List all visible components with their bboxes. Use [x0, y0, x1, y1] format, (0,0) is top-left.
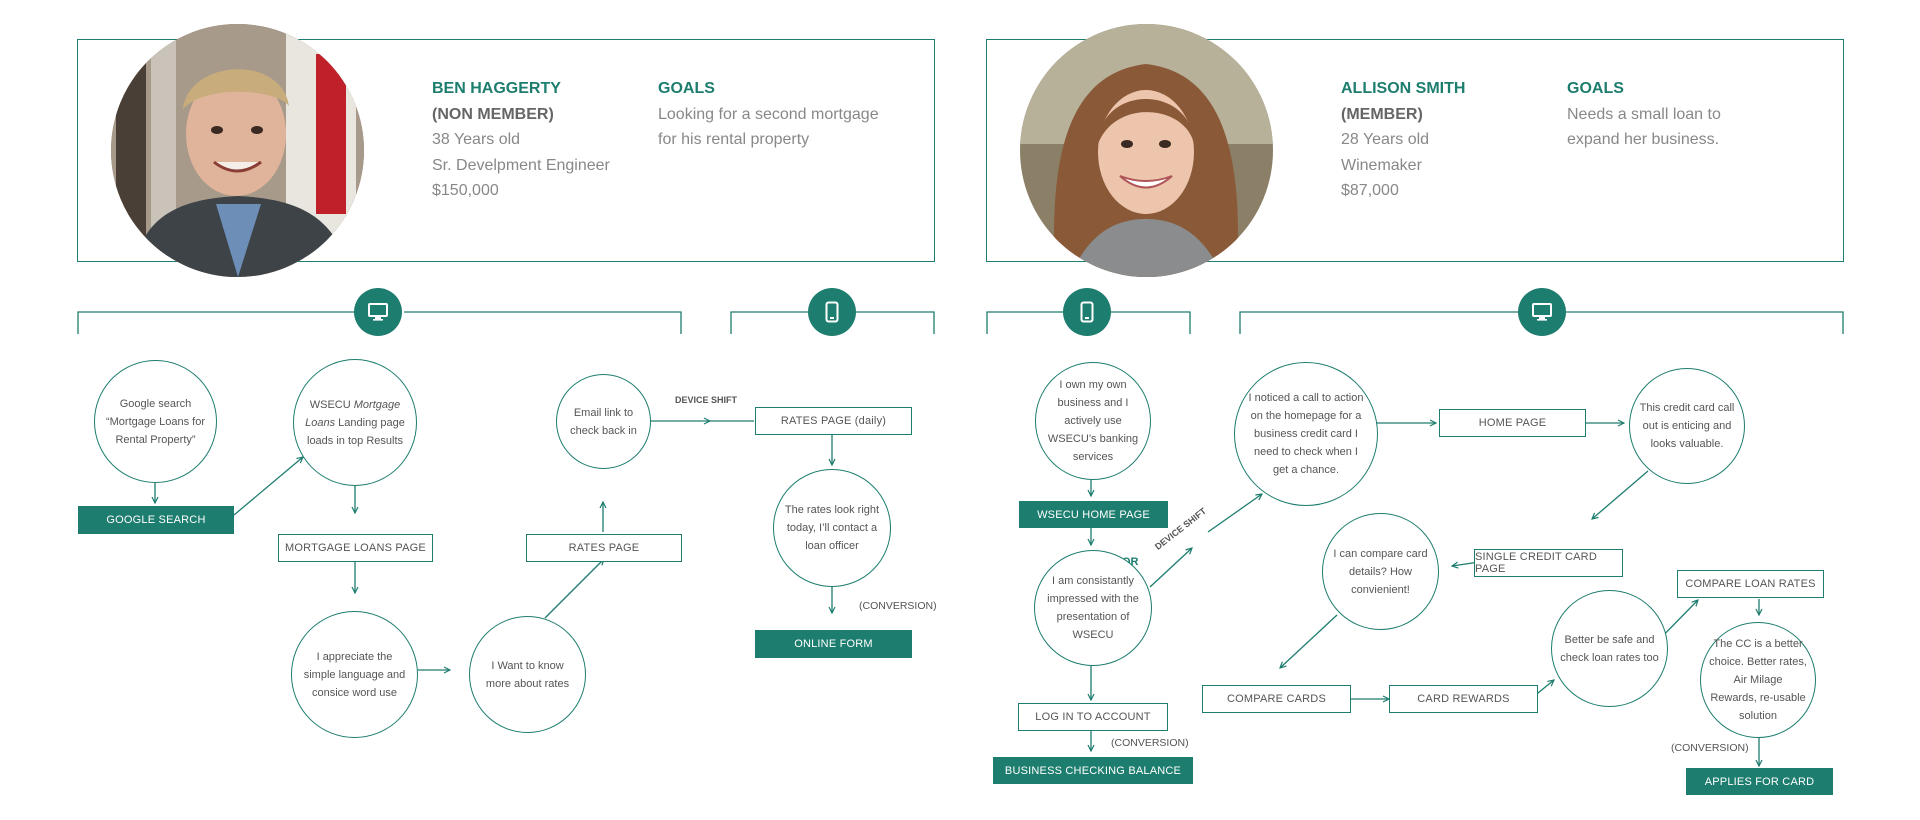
thought-text: The CC is a better choice. Better rates,…	[1709, 638, 1807, 722]
goals-line: Needs a small loan to	[1567, 105, 1721, 123]
mobile-icon	[1063, 288, 1111, 336]
persona-income: $150,000	[432, 182, 499, 199]
step-label: BUSINESS CHECKING BALANCE	[1004, 764, 1182, 777]
thought-text: WSECU Mortgage Loans Landing page loads …	[305, 398, 405, 447]
persona-info-ben: BEN HAGGERTY (NON MEMBER) 38 Years old S…	[432, 76, 610, 204]
bracket-mobile-1	[730, 311, 935, 334]
persona-job: Winemaker	[1341, 156, 1422, 174]
step-label: HOME PAGE	[1478, 417, 1547, 429]
thought-text: This credit card call out is enticing an…	[1639, 402, 1735, 450]
step-label: APPLIES FOR CARD	[1704, 775, 1815, 788]
persona-membership: (NON MEMBER)	[432, 105, 554, 123]
thought-compare-details: I can compare card details? How convieni…	[1322, 513, 1439, 630]
avatar-allison	[1020, 24, 1273, 277]
step-label: MORTGAGE LOANS PAGE	[285, 542, 426, 554]
goals-title: GOALS	[658, 80, 715, 97]
goals-line: for his rental property	[658, 131, 810, 148]
desktop-icon	[1518, 288, 1566, 336]
thought-text: I noticed a call to action on the homepa…	[1248, 392, 1364, 476]
thought-know-rates: I Want to know more about rates	[469, 616, 586, 733]
business-checking-step: BUSINESS CHECKING BALANCE	[993, 757, 1193, 784]
desktop-icon	[354, 288, 402, 336]
persona-goals-allison: GOALS Needs a small loan to expand her b…	[1567, 76, 1721, 153]
thought-text: Email link to check back in	[570, 406, 637, 437]
step-label: RATES PAGE (daily)	[780, 415, 887, 427]
persona-name: BEN HAGGERTY	[432, 80, 561, 97]
compare-cards-step: COMPARE CARDS	[1202, 685, 1351, 713]
rates-page-step: RATES PAGE	[526, 534, 682, 562]
step-label: RATES PAGE	[568, 542, 640, 554]
persona-info-allison: ALLISON SMITH (MEMBER) 28 Years old Wine…	[1341, 76, 1465, 204]
persona-job: Sr. Develpment Engineer	[432, 156, 610, 174]
bracket-desktop-1	[77, 311, 682, 334]
persona-income: $87,000	[1341, 182, 1399, 199]
thought-text: I Want to know more about rates	[485, 659, 570, 690]
thought-email-link: Email link to check back in	[556, 374, 651, 469]
conversion-label: (CONVERSION)	[859, 600, 937, 612]
step-label: ONLINE FORM	[794, 638, 873, 650]
step-label: LOG IN TO ACCOUNT	[1035, 711, 1151, 723]
thought-text: Better be safe and check loan rates too	[1560, 633, 1659, 664]
card-rewards-step: CARD REWARDS	[1389, 685, 1538, 713]
thought-rates-look-right: The rates look right today, I’ll contact…	[773, 469, 891, 587]
home-page-step: HOME PAGE	[1439, 409, 1586, 437]
log-in-step: LOG IN TO ACCOUNT	[1018, 703, 1168, 731]
applies-for-card-step: APPLIES FOR CARD	[1686, 768, 1833, 795]
persona-name: ALLISON SMITH	[1341, 80, 1466, 97]
bracket-desktop-2	[1239, 311, 1844, 334]
step-label: CARD REWARDS	[1417, 693, 1510, 705]
thought-text: The rates look right today, I’ll contact…	[784, 504, 880, 552]
thought-cc-better: The CC is a better choice. Better rates,…	[1700, 622, 1816, 738]
rates-page-daily-step: RATES PAGE (daily)	[755, 407, 912, 435]
persona-goals-ben: GOALS Looking for a second mortgage for …	[658, 76, 879, 153]
online-form-step: ONLINE FORM	[755, 630, 912, 658]
persona-membership: (MEMBER)	[1341, 105, 1423, 123]
device-shift-label: DEVICE SHIFT	[675, 395, 738, 405]
persona-age: 38 Years old	[432, 131, 521, 148]
compare-loan-rates-step: COMPARE LOAN RATES	[1677, 570, 1824, 598]
goals-line: expand her business.	[1567, 131, 1720, 148]
step-label: WSECU HOME PAGE	[1037, 508, 1150, 521]
avatar-ben	[111, 24, 364, 277]
persona-age: 28 Years old	[1341, 131, 1430, 148]
thought-enticing: This credit card call out is enticing an…	[1629, 368, 1745, 484]
thought-landing-page: WSECU Mortgage Loans Landing page loads …	[293, 359, 417, 486]
step-label: COMPARE CARDS	[1227, 693, 1326, 705]
conversion-label: (CONVERSION)	[1671, 742, 1749, 754]
thought-text: I own my own business and I actively use…	[1047, 379, 1139, 463]
single-credit-card-step: SINGLE CREDIT CARD PAGE	[1474, 549, 1623, 577]
thought-text: I can compare card details? How convieni…	[1333, 547, 1428, 596]
thought-consistently-impressed: I am consistantly impressed with the pre…	[1034, 550, 1152, 666]
google-search-step: GOOGLE SEARCH	[78, 506, 234, 534]
wsecu-home-page-step: WSECU HOME PAGE	[1019, 501, 1168, 528]
thought-text: I appreciate the simple language and con…	[303, 650, 406, 699]
conversion-label: (CONVERSION)	[1111, 737, 1189, 749]
thought-text: I am consistantly impressed with the pre…	[1047, 575, 1139, 641]
goals-title: GOALS	[1567, 80, 1624, 97]
thought-noticed-cta: I noticed a call to action on the homepa…	[1234, 362, 1378, 506]
thought-simple-language: I appreciate the simple language and con…	[291, 611, 418, 738]
step-label: COMPARE LOAN RATES	[1685, 578, 1816, 590]
step-label: GOOGLE SEARCH	[106, 514, 206, 526]
thought-google-search: Google search “Mortgage Loans for Rental…	[94, 360, 217, 483]
bracket-mobile-2	[986, 311, 1191, 334]
mobile-icon	[808, 288, 856, 336]
goals-line: Looking for a second mortgage	[658, 105, 879, 123]
thought-own-business: I own my own business and I actively use…	[1035, 362, 1151, 480]
thought-better-safe: Better be safe and check loan rates too	[1551, 590, 1668, 707]
thought-text: Google search “Mortgage Loans for Rental…	[105, 397, 206, 446]
mortgage-loans-page-step: MORTGAGE LOANS PAGE	[278, 534, 433, 562]
step-label: SINGLE CREDIT CARD PAGE	[1475, 551, 1597, 575]
